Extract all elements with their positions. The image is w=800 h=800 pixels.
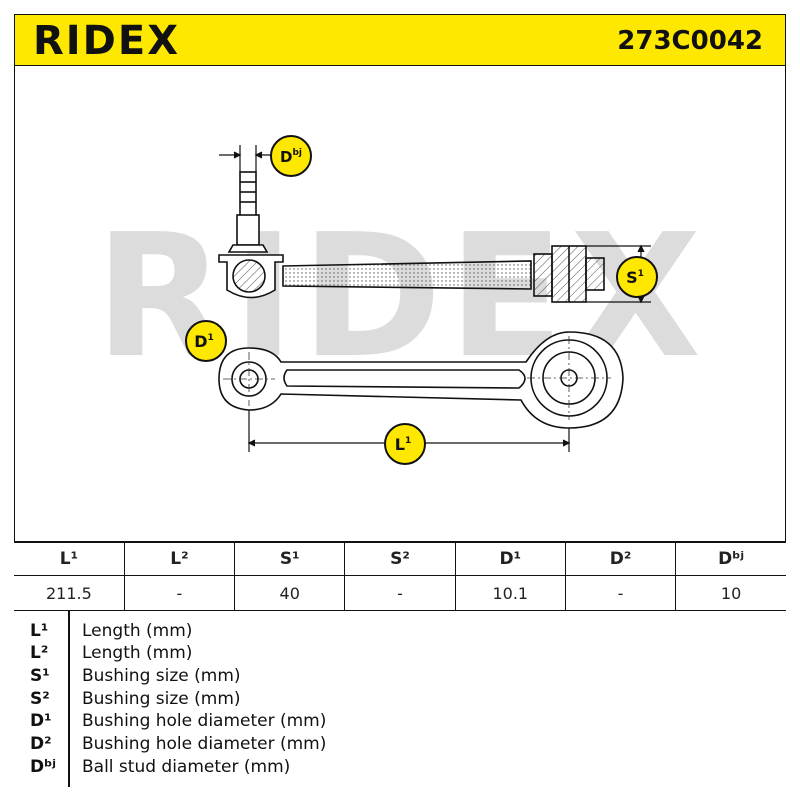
- spec-value-s2: -: [344, 575, 456, 611]
- legend-description: Length (mm): [82, 643, 193, 663]
- legend-description: Bushing size (mm): [82, 666, 241, 686]
- part-number: 273C0042: [617, 26, 763, 56]
- legend-description: Bushing size (mm): [82, 689, 241, 709]
- legend-symbol: D²: [30, 734, 52, 754]
- spec-value-l1: 211.5: [14, 575, 125, 611]
- spec-header-s1: S¹: [234, 542, 346, 576]
- spec-header-dbj: Dᵇʲ: [675, 542, 786, 576]
- legend-divider: [68, 611, 70, 787]
- legend-item: D¹ Bushing hole diameter (mm): [14, 710, 786, 732]
- callout-s1: S1: [616, 256, 658, 298]
- legend-item: Dᵇʲ Ball stud diameter (mm): [14, 756, 786, 778]
- centerlines: [223, 336, 611, 420]
- legend-symbol: S¹: [30, 666, 50, 686]
- header-bar: RIDEX 273C0042: [14, 14, 786, 66]
- legend: L¹ Length (mm) L² Length (mm) S¹ Bushing…: [14, 610, 786, 787]
- spec-value-row: 211.5 - 40 - 10.1 - 10: [14, 575, 786, 611]
- spec-header-row: L¹ L² S¹ S² D¹ D² Dᵇʲ: [14, 542, 786, 576]
- spec-value-dbj: 10: [675, 575, 786, 611]
- legend-symbol: S²: [30, 689, 50, 709]
- legend-item: D² Bushing hole diameter (mm): [14, 733, 786, 755]
- legend-description: Length (mm): [82, 621, 193, 641]
- spec-table: L¹ L² S¹ S² D¹ D² Dᵇʲ 211.5 - 40 - 10.1 …: [14, 542, 786, 611]
- spec-value-l2: -: [123, 575, 236, 611]
- callout-l1: L1: [384, 423, 426, 465]
- legend-item: L¹ Length (mm): [14, 620, 786, 642]
- spec-value-d2: -: [564, 575, 677, 611]
- legend-symbol: D¹: [30, 711, 52, 731]
- legend-item: S² Bushing size (mm): [14, 688, 786, 710]
- legend-symbol: Dᵇʲ: [30, 757, 56, 777]
- legend-description: Bushing hole diameter (mm): [82, 734, 327, 754]
- spec-header-l1: L¹: [14, 542, 125, 576]
- spec-header-s2: S²: [344, 542, 456, 576]
- callout-d1: D1: [185, 320, 227, 362]
- spec-header-l2: L²: [123, 542, 236, 576]
- spec-header-d1: D¹: [454, 542, 566, 576]
- spec-header-d2: D²: [564, 542, 677, 576]
- legend-item: L² Length (mm): [14, 642, 786, 664]
- arm-top-view: [218, 171, 605, 303]
- legend-description: Ball stud diameter (mm): [82, 757, 291, 777]
- callout-dbj: Dbj: [270, 135, 312, 177]
- legend-symbol: L¹: [30, 621, 49, 641]
- legend-symbol: L²: [30, 643, 49, 663]
- spec-value-s1: 40: [234, 575, 346, 611]
- brand-logo: RIDEX: [33, 18, 181, 64]
- dimension-dbj: [219, 145, 273, 172]
- legend-description: Bushing hole diameter (mm): [82, 711, 327, 731]
- spec-value-d1: 10.1: [454, 575, 566, 611]
- legend-item: S¹ Bushing size (mm): [14, 665, 786, 687]
- technical-drawing: RIDEX: [14, 66, 786, 542]
